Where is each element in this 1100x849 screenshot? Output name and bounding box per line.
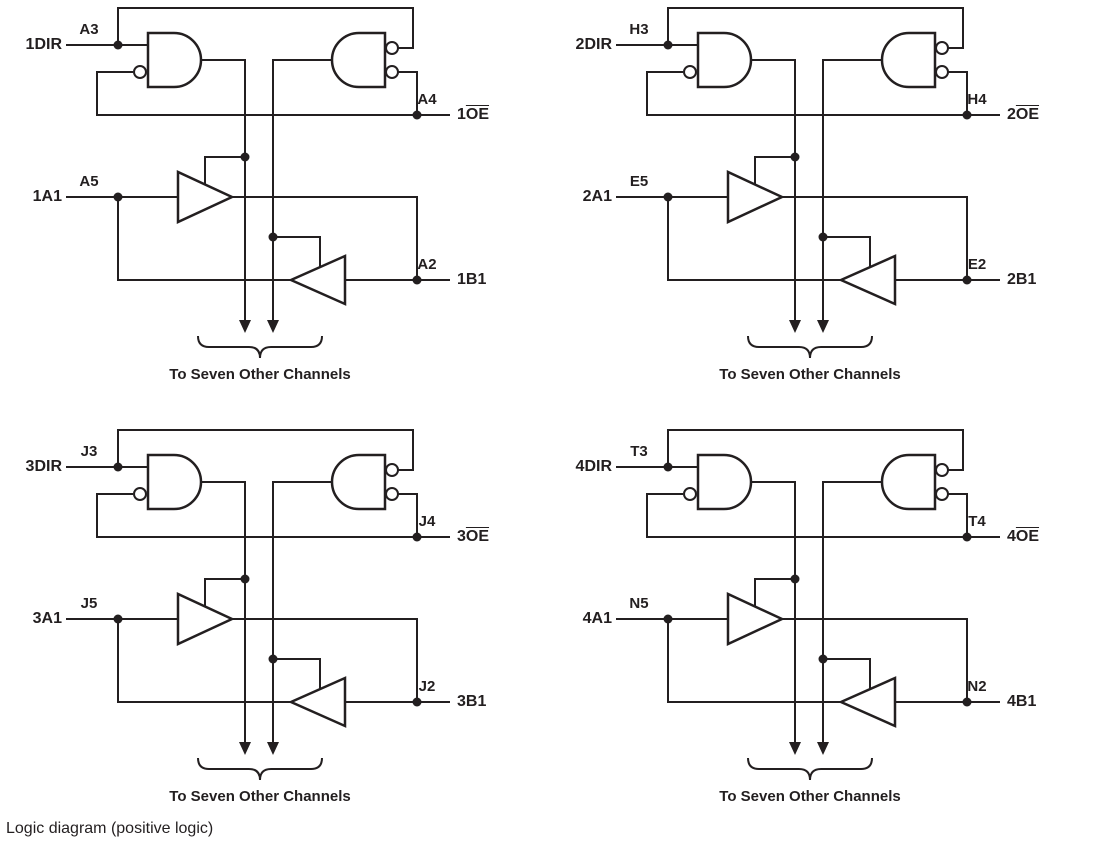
- channel-1: 1DIR A3 1A1 A5 A4 1OE A2 1B1 To Seven Ot…: [0, 0, 550, 400]
- inverter-bubble: [133, 65, 147, 79]
- channel-note: To Seven Other Channels: [169, 788, 351, 805]
- oe-overline: OE: [465, 528, 490, 545]
- down-arrows: [789, 320, 829, 333]
- down-arrows: [239, 742, 279, 755]
- brace: [747, 335, 873, 359]
- brace: [197, 335, 323, 359]
- channel-2-circuit: [616, 7, 1000, 359]
- oe-signal-label: 1OE: [457, 106, 490, 123]
- junction-dots: [113, 40, 422, 285]
- buffer-a-to-b: [726, 592, 785, 646]
- wires: [616, 429, 1000, 743]
- dir-pin-label: A3: [79, 21, 99, 38]
- dir-pin-label: J3: [80, 443, 98, 460]
- a-signal-label: 1A1: [32, 188, 62, 205]
- b-pin-label: A2: [417, 256, 437, 273]
- a-signal-label: 3A1: [32, 610, 62, 627]
- inverter-bubble: [385, 41, 399, 55]
- a-pin-label: J5: [80, 595, 98, 612]
- inverter-bubble: [935, 41, 949, 55]
- and-gate-b-enable: [880, 453, 949, 511]
- oe-pin-label: J4: [418, 513, 436, 530]
- b-signal-label: 4B1: [1007, 693, 1037, 710]
- channel-3: 3DIR J3 3A1 J5 J4 3OE J2 3B1 To Seven Ot…: [0, 422, 550, 822]
- b-pin-label: J2: [418, 678, 436, 695]
- oe-overline: OE: [1015, 528, 1040, 545]
- oe-signal-label: 3OE: [457, 528, 490, 545]
- oe-signal-label: 4OE: [1007, 528, 1040, 545]
- inverter-bubble: [133, 487, 147, 501]
- inverter-bubble: [683, 65, 697, 79]
- channel-1-circuit: [66, 7, 450, 359]
- b-pin-label: E2: [967, 256, 987, 273]
- wires: [66, 7, 450, 321]
- buffer-a-to-b: [176, 170, 235, 224]
- down-arrows: [239, 320, 279, 333]
- buffer-b-to-a: [837, 676, 897, 728]
- oe-overline: OE: [1015, 106, 1040, 123]
- oe-signal-label: 2OE: [1007, 106, 1040, 123]
- channel-4: 4DIR T3 4A1 N5 T4 4OE N2 4B1 To Seven Ot…: [550, 422, 1100, 822]
- dir-pin-label: T3: [630, 443, 648, 460]
- channel-2: 2DIR H3 2A1 E5 H4 2OE E2 2B1 To Seven Ot…: [550, 0, 1100, 400]
- and-gate-b-enable: [330, 31, 399, 89]
- down-arrows: [789, 742, 829, 755]
- a-pin-label: E5: [629, 173, 649, 190]
- junction-dots: [113, 462, 422, 707]
- wires: [66, 429, 450, 743]
- wires: [616, 7, 1000, 321]
- and-gate-b-enable: [880, 31, 949, 89]
- channel-4-circuit: [616, 429, 1000, 781]
- inverter-bubble: [935, 463, 949, 477]
- diagram-caption: Logic diagram (positive logic): [6, 820, 214, 837]
- b-pin-label: N2: [967, 678, 987, 695]
- buffer-a-to-b: [726, 170, 785, 224]
- buffer-b-to-a: [287, 676, 347, 728]
- oe-pin-label: T4: [968, 513, 986, 530]
- dir-signal-label: 3DIR: [25, 458, 62, 475]
- a-signal-label: 4A1: [582, 610, 612, 627]
- brace: [747, 757, 873, 781]
- channel-3-circuit: [66, 429, 450, 781]
- channel-note: To Seven Other Channels: [169, 366, 351, 383]
- and-gate-a-enable: [683, 31, 753, 89]
- channel-note: To Seven Other Channels: [719, 366, 901, 383]
- a-pin-label: N5: [629, 595, 649, 612]
- dir-signal-label: 1DIR: [25, 36, 62, 53]
- inverter-bubble: [385, 487, 399, 501]
- b-signal-label: 1B1: [457, 271, 487, 288]
- brace: [197, 757, 323, 781]
- inverter-bubble: [385, 65, 399, 79]
- buffer-b-to-a: [287, 254, 347, 306]
- inverter-bubble: [935, 487, 949, 501]
- oe-pin-label: A4: [417, 91, 437, 108]
- buffer-a-to-b: [176, 592, 235, 646]
- a-pin-label: A5: [79, 173, 99, 190]
- and-gate-b-enable: [330, 453, 399, 511]
- dir-pin-label: H3: [629, 21, 649, 38]
- channel-note: To Seven Other Channels: [719, 788, 901, 805]
- dir-signal-label: 4DIR: [575, 458, 612, 475]
- junction-dots: [663, 462, 972, 707]
- a-signal-label: 2A1: [582, 188, 612, 205]
- buffer-b-to-a: [837, 254, 897, 306]
- inverter-bubble: [683, 487, 697, 501]
- inverter-bubble: [385, 463, 399, 477]
- and-gate-a-enable: [133, 31, 203, 89]
- and-gate-a-enable: [683, 453, 753, 511]
- b-signal-label: 3B1: [457, 693, 487, 710]
- b-signal-label: 2B1: [1007, 271, 1037, 288]
- inverter-bubble: [935, 65, 949, 79]
- oe-pin-label: H4: [967, 91, 987, 108]
- dir-signal-label: 2DIR: [575, 36, 612, 53]
- and-gate-a-enable: [133, 453, 203, 511]
- junction-dots: [663, 40, 972, 285]
- oe-overline: OE: [465, 106, 490, 123]
